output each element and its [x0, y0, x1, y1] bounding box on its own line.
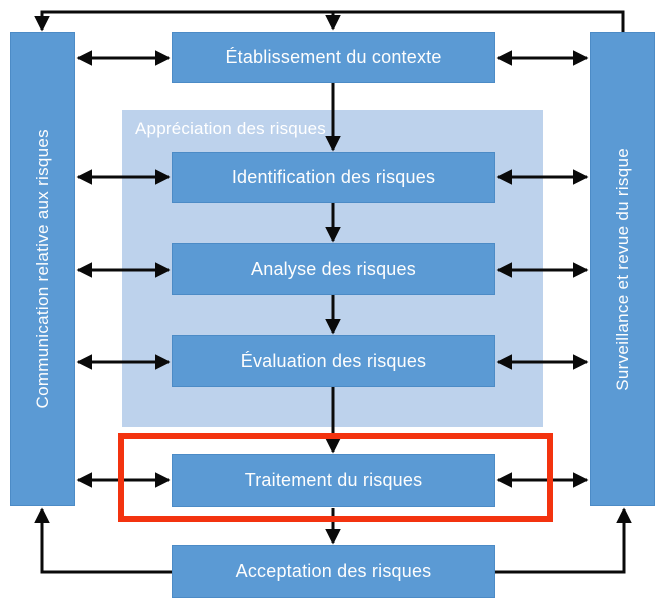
- arrow-acceptation-to-surveillance: [495, 507, 632, 574]
- node-label: Analyse des risques: [251, 258, 416, 279]
- bar-surveillance: Surveillance et revue du risque: [590, 32, 655, 506]
- panel-title: Appréciation des risques: [135, 119, 326, 138]
- arrow-acceptation-to-communication: [34, 507, 172, 574]
- bar-communication: Communication relative aux risques: [10, 32, 75, 506]
- node-identification-des-risques: Identification des risques: [172, 152, 495, 203]
- node-label: Acceptation des risques: [235, 561, 432, 581]
- node-analyse-des-risques: Analyse des risques: [172, 243, 495, 295]
- node-label: Identification des risques: [231, 167, 436, 187]
- node-acceptation-des-risques: Acceptation des risques: [172, 545, 495, 598]
- node-label: Évaluation des risques: [240, 350, 427, 371]
- arrow-top-loop: [34, 10, 625, 32]
- node-traitement-du-risques: Traitement du risques: [172, 454, 495, 507]
- node-evaluation-des-risques: Évaluation des risques: [172, 335, 495, 387]
- node-etablissement-du-contexte: Établissement du contexte: [172, 32, 495, 83]
- node-label: Traitement du risques: [244, 470, 423, 490]
- bar-surveillance-label: Surveillance et revue du risque: [612, 147, 632, 391]
- node-label: Établissement du contexte: [225, 47, 442, 67]
- bar-communication-label: Communication relative aux risques: [32, 129, 52, 409]
